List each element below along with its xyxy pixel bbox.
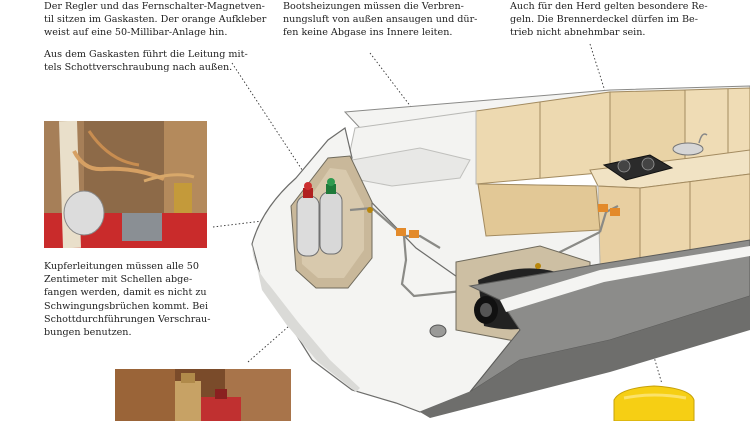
caption-herd: Auch für den Herd gelten besondere Re- g… <box>510 1 708 39</box>
caption-heizung: Bootsheizungen müssen die Verbren- nungs… <box>283 1 478 39</box>
caption-regler: Der Regler und das Fernschalter-Magnetve… <box>44 1 267 39</box>
caption-kupfer: Kupferleitungen müssen alle 50 Zentimete… <box>44 261 211 339</box>
gas-bottle-icon <box>296 178 343 257</box>
gas-valves <box>367 204 620 238</box>
photo-verschraubung <box>115 369 291 421</box>
photo-regler <box>44 121 207 248</box>
stove-icon <box>602 133 708 181</box>
yellow-canister <box>613 385 695 421</box>
caption-leitung: Aus dem Gaskasten führt die Leitung mit-… <box>44 49 248 74</box>
